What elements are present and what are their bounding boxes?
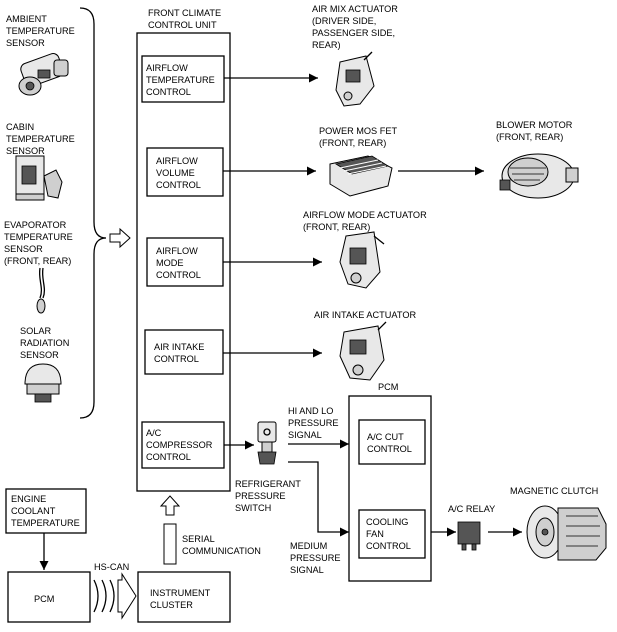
evaporator-sensor-label: EVAPORATOR TEMPERATURE SENSOR (FRONT, RE… <box>4 220 75 266</box>
cooling-fan-control-block <box>358 509 426 559</box>
cooling-fan-control-label: COOLING FAN CONTROL <box>366 517 411 551</box>
cabin-sensor-label: CABIN TEMPERATURE SENSOR <box>6 122 77 156</box>
air-intake-actuator-icon <box>339 321 387 381</box>
ambient-sensor-icon <box>18 53 69 96</box>
air-intake-control-label: AIR INTAKE CONTROL <box>154 342 207 364</box>
instrument-cluster-label: INSTRUMENT CLUSTER <box>150 588 213 610</box>
ac-cut-control-label: A/C CUT CONTROL <box>367 432 412 454</box>
medium-pressure-signal-label: MEDIUM PRESSURE SIGNAL <box>290 541 343 575</box>
airflow-volume-control-label: AIRFLOW VOLUME CONTROL <box>156 156 201 190</box>
pcm-left-label: PCM <box>34 594 54 604</box>
sensor-input-arrow <box>109 227 131 249</box>
cabin-sensor-icon <box>15 155 63 201</box>
air-intake-control-block <box>144 329 224 375</box>
engine-coolant-temperature-box <box>5 488 87 534</box>
ac-compressor-control-block <box>141 421 225 469</box>
refrigerant-pressure-switch-icon <box>257 421 277 465</box>
engine-coolant-temperature-label: ENGINE COOLANT TEMPERATURE <box>11 494 80 528</box>
hs-can-label: HS-CAN <box>94 562 129 572</box>
magnetic-clutch-label: MAGNETIC CLUTCH <box>510 486 598 496</box>
hs-can-bus-icon <box>93 572 137 620</box>
magnetic-clutch-icon <box>526 505 607 561</box>
air-mix-actuator-label: AIR MIX ACTUATOR (DRIVER SIDE, PASSENGER… <box>312 4 401 50</box>
airflow-mode-actuator-label: AIRFLOW MODE ACTUATOR (FRONT, REAR) <box>303 210 429 232</box>
blower-motor-icon <box>499 153 579 199</box>
ac-compressor-control-label: A/C COMPRESSOR CONTROL <box>146 428 215 462</box>
solar-sensor-label: SOLAR RADIATION SENSOR <box>20 326 72 360</box>
solar-sensor-icon <box>24 363 62 403</box>
evaporator-sensor-icon <box>36 267 46 314</box>
airflow-volume-control-block <box>146 147 224 197</box>
hi-lo-pressure-signal-label: HI AND LO PRESSURE SIGNAL <box>288 406 341 440</box>
airflow-mode-control-block <box>146 237 224 287</box>
evaporator-temperature-sensor: EVAPORATOR TEMPERATURE SENSOR (FRONT, RE… <box>4 220 75 314</box>
solar-radiation-sensor: SOLAR RADIATION SENSOR <box>20 326 72 403</box>
ambient-sensor-label: AMBIENT TEMPERATURE SENSOR <box>6 14 77 48</box>
sensor-group-bracket <box>79 7 107 419</box>
airflow-temperature-control-label: AIRFLOW TEMPERATURE CONTROL <box>146 63 217 97</box>
cabin-temperature-sensor: CABIN TEMPERATURE SENSOR <box>6 122 77 201</box>
serial-communication-label: SERIAL COMMUNICATION <box>182 534 261 556</box>
air-intake-actuator-label: AIR INTAKE ACTUATOR <box>314 310 416 320</box>
blower-motor-label: BLOWER MOTOR (FRONT, REAR) <box>496 120 575 142</box>
airflow-temperature-control-block <box>141 55 225 103</box>
instrument-cluster-box <box>137 571 231 623</box>
medium-signal-arrow <box>288 461 349 537</box>
pcm-left-box <box>7 571 91 623</box>
ac-relay-label: A/C RELAY <box>448 504 495 514</box>
airflow-mode-control-label: AIRFLOW MODE CONTROL <box>156 246 201 280</box>
pcm-right-title: PCM <box>378 382 398 392</box>
airflow-mode-actuator-icon <box>339 231 385 289</box>
refrigerant-pressure-switch-label: REFRIGERANT PRESSURE SWITCH <box>235 479 303 513</box>
serial-communication-arrow <box>159 495 181 516</box>
power-mos-fet-label: POWER MOS FET (FRONT, REAR) <box>319 126 400 148</box>
air-mix-actuator-icon <box>335 51 375 107</box>
serial-link-bar <box>163 523 177 565</box>
ac-cut-control-block <box>358 419 426 465</box>
ambient-temperature-sensor: AMBIENT TEMPERATURE SENSOR <box>6 14 77 96</box>
control-unit-title: FRONT CLIMATE CONTROL UNIT <box>148 8 224 30</box>
power-mos-fet-icon <box>329 155 393 197</box>
ac-relay-icon <box>457 521 481 551</box>
